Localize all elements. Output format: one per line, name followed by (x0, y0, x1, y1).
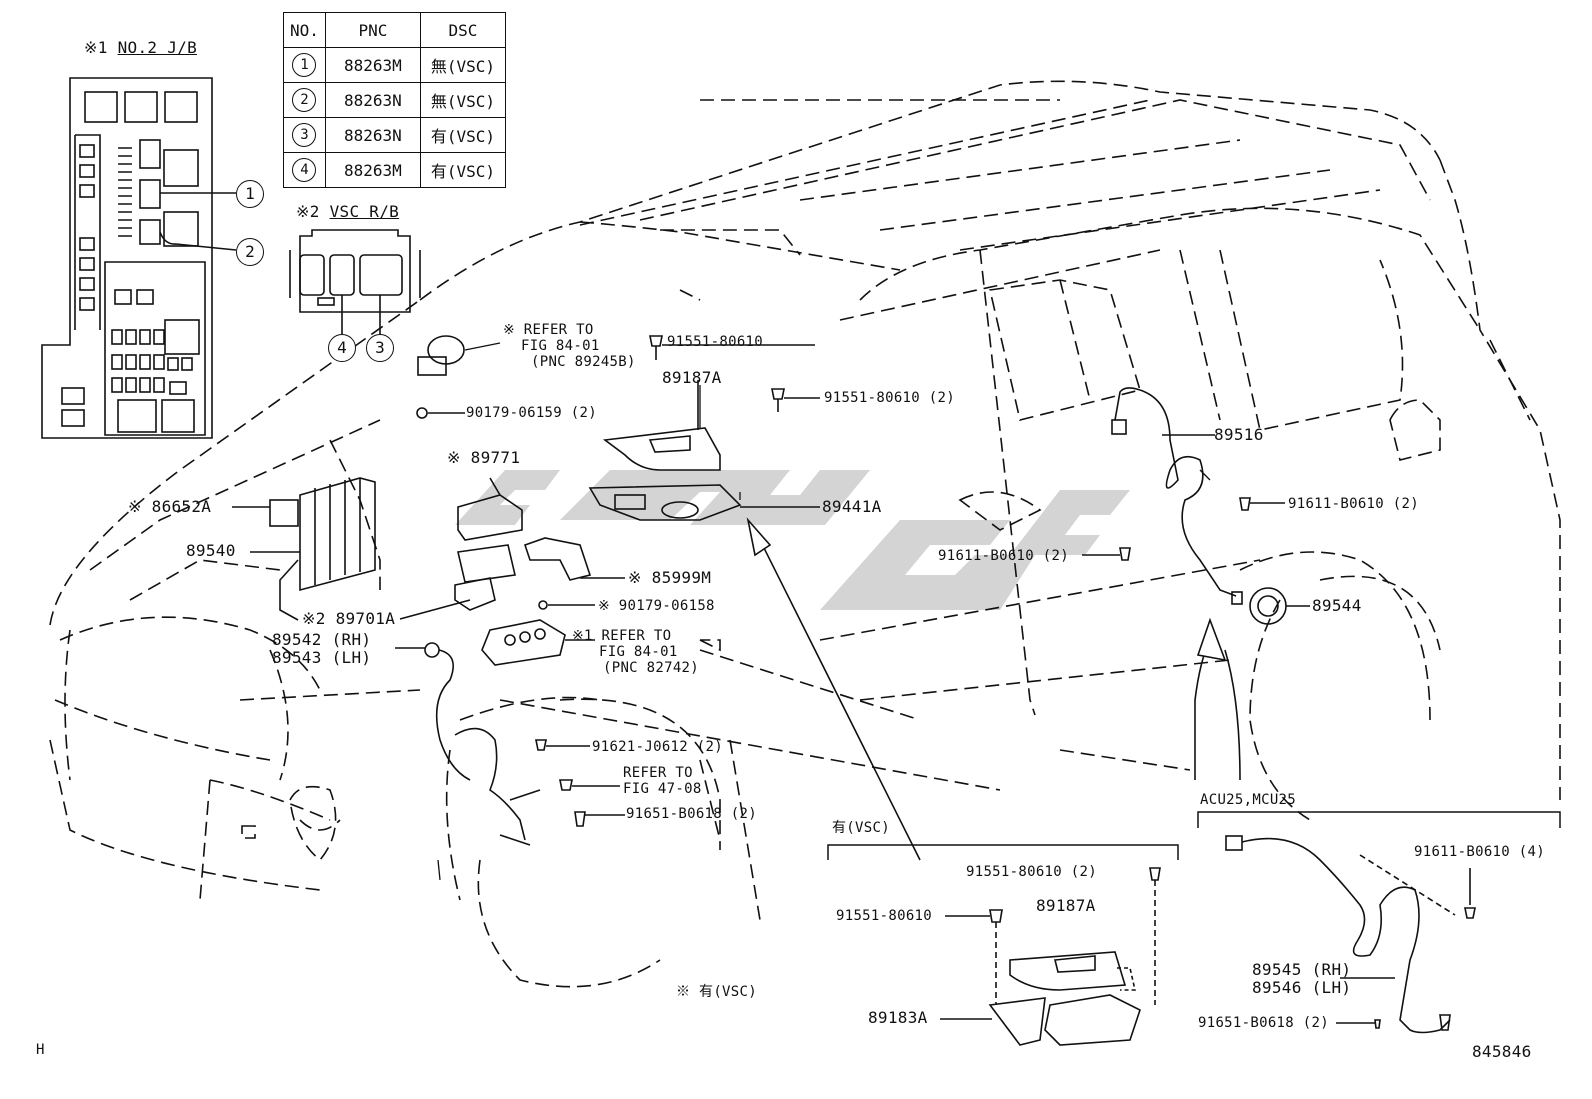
part-90179-06158: ※ 90179-06158 (598, 598, 715, 614)
inset-91611-b0610-4: 91611-B0610 (4) (1414, 844, 1545, 860)
inset-89545: 89545 (RH) (1252, 960, 1352, 979)
row-dsc: 無(VSC) (419, 82, 506, 118)
table-header-row: NO. PNC DSC (283, 12, 506, 48)
row-dsc: 無(VSC) (419, 47, 506, 83)
part-89542: 89542 (RH) (272, 630, 372, 649)
callout-2: 2 (236, 238, 264, 266)
part-89771: ※ 89771 (447, 448, 521, 467)
row-no-cell: 2 (283, 82, 326, 118)
table-row: 3 88263N 有(VSC) (283, 117, 506, 153)
rb-title: ※2 VSC R/B (296, 204, 399, 220)
jb-name: NO.2 J/B (117, 38, 198, 57)
vsc-relay-block (289, 229, 421, 334)
inset-91651-b0618: 91651-B0618 (2) (1198, 1015, 1329, 1031)
ref-89245b-line1: ※ REFER TO (503, 322, 594, 338)
pnc-table: NO. PNC DSC 1 88263M 無(VSC) 2 88263N 無(V… (283, 12, 506, 188)
row-pnc: 88263N (324, 82, 421, 118)
inset-91551-80610-2: 91551-80610 (2) (966, 864, 1097, 880)
part-89540: 89540 (186, 541, 236, 560)
row-pnc: 88263N (324, 117, 421, 153)
callout-1: 1 (236, 180, 264, 208)
jb-mark: ※1 (84, 38, 108, 57)
part-89701a: ※2 89701A (302, 609, 396, 628)
inset-91551-80610: 91551-80610 (836, 908, 933, 924)
part-90179-06159: 90179-06159 (2) (466, 405, 597, 421)
row-dsc: 有(VSC) (419, 117, 506, 153)
table-row: 4 88263M 有(VSC) (283, 152, 506, 188)
part-89544: 89544 (1312, 596, 1362, 615)
part-89543: 89543 (LH) (272, 648, 372, 667)
inset-89187a: 89187A (1036, 896, 1096, 915)
row-no: 4 (292, 158, 317, 182)
inset-89546: 89546 (LH) (1252, 978, 1352, 997)
row-no: 3 (292, 123, 317, 147)
inset-vsc-parts (940, 867, 1161, 1046)
callout-4: 4 (328, 334, 356, 362)
part-89516: 89516 (1214, 425, 1264, 444)
row-no-cell: 1 (283, 47, 326, 83)
corner-h: H (36, 1042, 45, 1058)
row-pnc: 88263M (324, 152, 421, 188)
part-91551-80610: 91551-80610 (667, 334, 764, 350)
part-89187a: 89187A (662, 368, 722, 387)
part-91651-b0618: 91651-B0618 (2) (626, 806, 757, 822)
ref-89245b-line2: FIG 84-01 (521, 338, 600, 354)
jb-title: ※1 NO.2 J/B (84, 40, 197, 56)
rb-name: VSC R/B (329, 202, 400, 221)
ref-82742-line3: (PNC 82742) (603, 660, 700, 676)
row-no-cell: 3 (283, 117, 326, 153)
junction-block-no2 (41, 77, 237, 439)
part-86652a: ※ 86652A (128, 497, 212, 516)
part-91611-b0610-side: 91611-B0610 (2) (938, 548, 1069, 564)
ref-82742-line2: FIG 84-01 (599, 644, 678, 660)
row-dsc: 有(VSC) (419, 152, 506, 188)
part-85999m: ※ 85999M (628, 568, 712, 587)
leader-lines (437, 342, 1211, 881)
col-dsc: DSC (419, 12, 506, 48)
row-no-cell: 4 (283, 152, 326, 188)
inset-acu-title: ACU25,MCU25 (1200, 792, 1297, 808)
part-91621-j0612: 91621-J0612 (2) (592, 739, 723, 755)
col-pnc: PNC (324, 12, 421, 48)
rb-mark: ※2 (296, 202, 320, 221)
col-no: NO. (283, 12, 326, 48)
inset-acu-parts (1225, 835, 1476, 1034)
row-pnc: 88263M (324, 47, 421, 83)
ref-47-08-line2: FIG 47-08 (623, 781, 702, 797)
row-no: 2 (292, 88, 317, 112)
table-row: 2 88263N 無(VSC) (283, 82, 506, 118)
inset-vsc-title: 有(VSC) (832, 820, 890, 836)
callout-3: 3 (366, 334, 394, 362)
ref-82742-line1: ※1 REFER TO (572, 628, 672, 644)
inset-frames (827, 811, 1561, 860)
vsc-note: ※ 有(VSC) (676, 984, 757, 1000)
figure-number: 845846 (1472, 1042, 1532, 1061)
ref-47-08-line1: REFER TO (623, 765, 693, 781)
vehicle-outline (49, 80, 1561, 988)
part-91551-80610-2: 91551-80610 (2) (824, 390, 955, 406)
ref-89245b-line3: (PNC 89245B) (531, 354, 636, 370)
table-row: 1 88263M 無(VSC) (283, 47, 506, 83)
row-no: 1 (292, 53, 317, 77)
parts-group (232, 335, 1310, 861)
inset-89183a: 89183A (868, 1008, 928, 1027)
part-89441a: 89441A (822, 497, 882, 516)
part-91611-b0610-rear: 91611-B0610 (2) (1288, 496, 1419, 512)
